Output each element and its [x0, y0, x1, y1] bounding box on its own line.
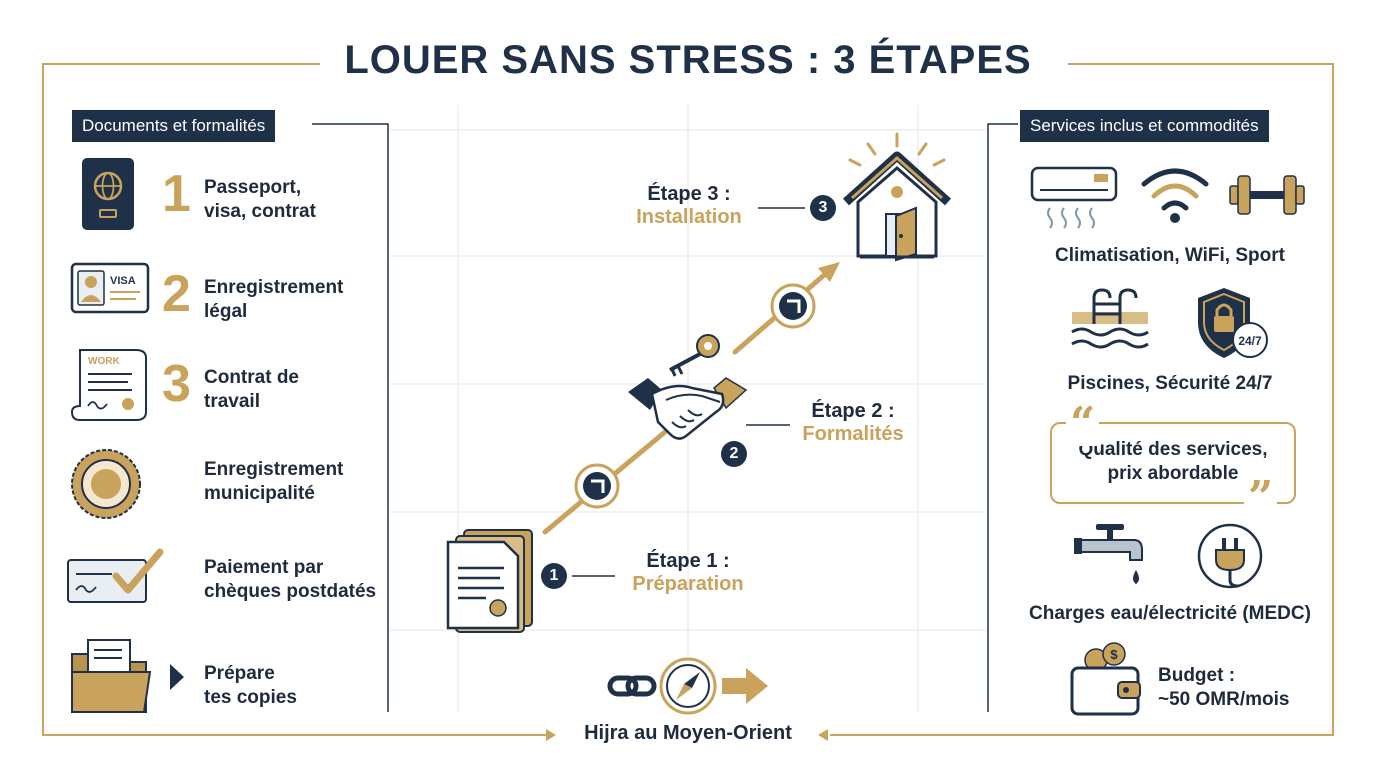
footer-arrow-icon	[722, 668, 768, 704]
chain-link-icon	[607, 675, 657, 697]
left-item-passport: 1 Passeport, visa, contrat	[66, 156, 386, 246]
wifi-icon	[1141, 168, 1209, 223]
step-badge-2: 2	[721, 441, 747, 467]
frame-bottom-left	[42, 734, 554, 736]
step-badge-3: 3	[810, 195, 836, 221]
wallet-icon: $	[1070, 642, 1141, 716]
handshake-key-icon	[628, 334, 748, 440]
footer-label: Hijra au Moyen-Orient	[584, 722, 792, 744]
frame-top-right	[1068, 63, 1334, 65]
frame-left	[42, 63, 44, 736]
item-number: 3	[162, 355, 191, 413]
quote-open-icon: “	[1066, 402, 1100, 446]
item-text: Enregistrement légal	[204, 277, 344, 322]
dumbbell-icon	[1229, 175, 1305, 215]
left-item-work-contract: WORK 3 Contrat de travail	[66, 346, 386, 436]
charges-label: Charges eau/électricité (MEDC)	[1029, 603, 1311, 624]
left-item-copies: Prépare tes copies	[66, 632, 386, 722]
footer-link-compass-arrow-icon	[607, 657, 768, 715]
item-number: 1	[162, 165, 191, 223]
work-text: WORK	[88, 356, 120, 367]
step-1-label: Étape 1 : Préparation	[632, 550, 744, 595]
left-item-cheques: Paiement par chèques postdatés	[66, 542, 386, 632]
frame-bottom-right	[830, 734, 1334, 736]
arrow-right-icon	[170, 664, 184, 690]
amenities-label-1: Climatisation, WiFi, Sport	[1055, 245, 1285, 266]
left-item-legal-registration: VISA 2 Enregistrement légal	[66, 256, 386, 346]
municipal-seal-icon	[71, 449, 141, 519]
pool-icon	[1071, 288, 1149, 349]
water-tap-icon	[1074, 524, 1143, 584]
frame-top-left	[42, 63, 320, 65]
folder-icon	[71, 639, 152, 713]
item-text: Passeport, visa, contrat	[204, 177, 316, 222]
visa-card-icon: VISA	[70, 262, 150, 314]
air-conditioning-icon	[1030, 166, 1118, 229]
item-text: Prépare tes copies	[204, 663, 297, 708]
quote-text: Qualité des services, prix abordable	[1078, 439, 1268, 484]
right-panel-heading: Services inclus et commodités	[1020, 110, 1269, 142]
security-shield-icon: 24/7	[1198, 288, 1268, 358]
step-3-label: Étape 3 : Installation	[636, 183, 742, 228]
passport-icon	[82, 158, 134, 230]
amenities-label-2: Piscines, Sécurité 24/7	[1067, 373, 1273, 394]
work-contract-icon: WORK	[70, 349, 147, 421]
quote-close-icon: ”	[1244, 476, 1278, 520]
document-stack-icon	[446, 529, 533, 633]
left-item-municipality: Enregistrement municipalité	[66, 444, 386, 534]
progress-node-1	[574, 463, 620, 509]
progress-node-2	[770, 283, 816, 329]
visa-text: VISA	[110, 275, 136, 287]
frame-right	[1332, 63, 1334, 736]
step-2-label: Étape 2 : Formalités	[802, 400, 904, 445]
budget-label: Budget : ~50 OMR/mois	[1158, 665, 1290, 710]
left-panel-heading: Documents et formalités	[72, 110, 276, 142]
security-badge-text: 24/7	[1238, 334, 1262, 348]
electric-plug-icon	[1197, 523, 1263, 589]
cheque-icon	[67, 548, 164, 603]
page-title: LOUER SANS STRESS : 3 ÉTAPES	[344, 38, 1032, 82]
item-text: Enregistrement municipalité	[204, 459, 344, 504]
compass-icon	[659, 657, 717, 715]
item-text: Paiement par chèques postdatés	[204, 557, 377, 602]
item-number: 2	[162, 265, 191, 323]
item-text: Contrat de travail	[204, 367, 299, 412]
step-badge-1: 1	[541, 563, 567, 589]
svg-text:$: $	[1110, 647, 1118, 662]
quote-box: Qualité des services, prix abordable	[1050, 422, 1296, 504]
key-icon	[669, 334, 720, 377]
house-icon	[842, 132, 952, 262]
